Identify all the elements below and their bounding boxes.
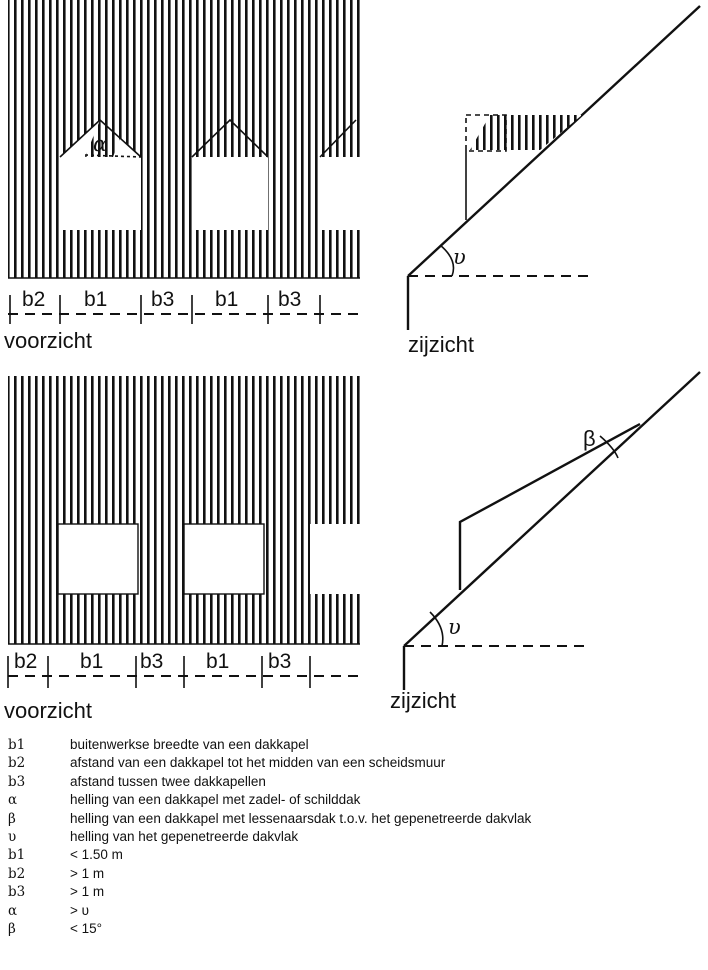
b1-label: b1 xyxy=(215,288,238,311)
b1-label: b1 xyxy=(206,650,229,673)
side-view-label: zijzicht xyxy=(390,688,456,713)
legend-symbol: β xyxy=(8,920,16,937)
legend-row: α helling van een dakkapel met zadel- of … xyxy=(8,791,708,809)
b2-label: b2 xyxy=(22,288,45,311)
dormer-shed-side xyxy=(458,422,641,590)
front-view-top: α b2 b1 b3 b1 b3 voorzicht xyxy=(4,0,360,353)
b1-label: b1 xyxy=(80,650,103,673)
dormer-diagram: α b2 b1 b3 b1 b3 voorzicht xyxy=(4,0,701,723)
dimension-line-bottom: b2 b1 b3 b1 b3 xyxy=(7,650,360,688)
legend-symbol: b3 xyxy=(8,773,26,790)
b3-label: b3 xyxy=(278,288,301,311)
dormer-gable-1 xyxy=(60,120,141,230)
legend-text: helling van het gepenetreerde dakvlak xyxy=(70,828,299,844)
upsilon-label: υ xyxy=(453,245,466,269)
legend-symbol: υ xyxy=(8,828,17,845)
side-view-bottom: β υ zijzicht xyxy=(390,371,701,713)
roof-plane-line xyxy=(403,371,701,647)
side-view-label: zijzicht xyxy=(408,332,474,357)
front-view-bottom: b2 b1 b3 b1 b3 voorzicht xyxy=(4,376,360,723)
legend-symbol: b2 xyxy=(8,755,26,772)
legend-symbol: β xyxy=(8,810,16,827)
legend-text: < 1.50 m xyxy=(70,847,123,863)
alpha-label: α xyxy=(93,132,107,156)
legend-text: > υ xyxy=(70,902,90,918)
legend-row: b2 afstand van een dakkapel tot het midde… xyxy=(8,754,708,772)
legend-text: > 1 m xyxy=(70,884,105,900)
upsilon-label: υ xyxy=(448,615,461,639)
legend-row: α > υ xyxy=(8,902,708,920)
legend-text: < 15° xyxy=(70,920,103,936)
dormer-gable-1-roof xyxy=(85,120,120,157)
dormer-shed-3 xyxy=(310,524,360,594)
front-view-label: voorzicht xyxy=(4,328,92,353)
legend-row: b2 > 1 m xyxy=(8,865,708,883)
legend-text: buitenwerkse breedte van een dakkapel xyxy=(70,737,309,752)
legend-symbol: α xyxy=(8,792,18,809)
legend-row: β helling van een dakkapel met lessenaars… xyxy=(8,810,708,828)
b3-label: b3 xyxy=(151,288,174,311)
legend-symbol: b2 xyxy=(8,865,26,882)
legend-symbol: b3 xyxy=(8,884,26,901)
b3-label: b3 xyxy=(140,650,163,673)
dormer-gable-2-roof xyxy=(192,120,268,157)
beta-label: β xyxy=(583,426,596,451)
legend-text: helling van een dakkapel met lessenaarsd… xyxy=(70,810,532,826)
roof-hatch-top xyxy=(8,0,360,278)
legend-row: b1 buitenwerkse breedte van een dakkapel xyxy=(8,736,708,754)
roof-plane-line xyxy=(407,5,701,277)
legend-row: b3 afstand tussen twee dakkapellen xyxy=(8,773,708,791)
side-view-top: υ zijzicht xyxy=(406,5,701,357)
legend-symbol: b1 xyxy=(8,737,26,753)
b3-label: b3 xyxy=(268,650,291,673)
legend-row: β < 15° xyxy=(8,920,708,938)
legend-row: υ helling van het gepenetreerde dakvlak xyxy=(8,828,708,846)
legend-text: helling van een dakkapel met zadel- of s… xyxy=(70,792,361,808)
legend-text: > 1 m xyxy=(70,865,105,881)
legend-symbol: b1 xyxy=(8,847,26,864)
front-view-label: voorzicht xyxy=(4,698,92,723)
legend-row: b3 > 1 m xyxy=(8,883,708,901)
legend-text: afstand tussen twee dakkapellen xyxy=(70,773,266,789)
legend-text: afstand van een dakkapel tot het midden … xyxy=(70,755,446,771)
b2-label: b2 xyxy=(14,650,37,673)
roof-hatch-bottom xyxy=(8,376,360,644)
dormer-side-roof xyxy=(470,115,582,150)
dormer-shed-1 xyxy=(57,523,139,595)
legend-row: b1 < 1.50 m xyxy=(8,846,708,864)
b1-label: b1 xyxy=(84,288,107,311)
dormer-shed-2 xyxy=(183,523,265,595)
legend-symbol: α xyxy=(8,902,18,919)
dimension-line-top: b2 b1 b3 b1 b3 xyxy=(8,288,360,324)
